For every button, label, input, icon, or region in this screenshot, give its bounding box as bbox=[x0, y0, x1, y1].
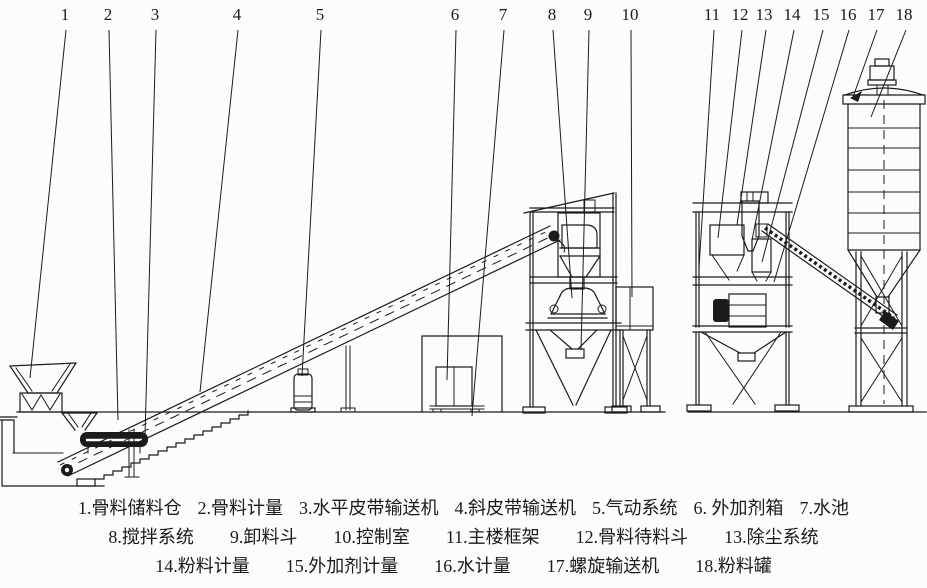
leader-line-6 bbox=[446, 29, 457, 381]
legend-item: 11.主楼框架 bbox=[445, 527, 540, 547]
legend-item: 13.除尘系统 bbox=[724, 527, 819, 547]
legend-item: 4.斜皮带输送机 bbox=[454, 498, 577, 518]
dust-collector bbox=[741, 191, 760, 252]
callout-13: 13 bbox=[756, 5, 773, 24]
legend-item: 10.控制室 bbox=[333, 527, 410, 547]
callout-3: 3 bbox=[151, 5, 160, 24]
legend-item: 17.螺旋输送机 bbox=[546, 556, 660, 576]
legend-item: 5.气动系统 bbox=[592, 498, 678, 518]
callout-4: 4 bbox=[233, 5, 242, 24]
legend-item: 18.粉料罐 bbox=[695, 556, 772, 576]
mixer-motor bbox=[713, 299, 729, 322]
aggregate-storage-bin bbox=[9, 362, 77, 413]
aggregate-weigh-hopper bbox=[61, 412, 98, 431]
powder-silo bbox=[842, 58, 926, 404]
inclined-belt-conveyor bbox=[57, 225, 566, 478]
leader-line-4 bbox=[199, 29, 239, 393]
pit-ramp-steps bbox=[94, 410, 249, 480]
leader-line-11 bbox=[698, 29, 715, 269]
legend-row-3: 14.粉料计量 15.外加剂计量 16.水计量 17.螺旋输送机 18.粉料罐 bbox=[0, 552, 927, 581]
legend-item: 12.骨料待料斗 bbox=[575, 527, 689, 547]
leader-line-16 bbox=[773, 29, 850, 283]
legend-item: 2.骨料计量 bbox=[197, 498, 284, 518]
leader-line-12 bbox=[717, 29, 743, 239]
powder-weigher bbox=[751, 238, 772, 282]
additive-tank bbox=[429, 366, 485, 413]
legend-item: 9.卸料斗 bbox=[229, 527, 298, 547]
conveyor-support-post bbox=[345, 345, 351, 411]
leader-line-1 bbox=[29, 29, 67, 379]
legend-item: 16.水计量 bbox=[434, 556, 511, 576]
callout-5: 5 bbox=[316, 5, 325, 24]
legend-row-2: 8.搅拌系统 9.卸料斗 10.控制室 11.主楼框架 12.骨料待料斗 13.除尘系统 bbox=[0, 523, 927, 552]
callout-6: 6 bbox=[451, 5, 460, 24]
silo-support-frame bbox=[848, 251, 914, 413]
callout-7: 7 bbox=[499, 5, 508, 24]
silo-filter bbox=[867, 58, 897, 96]
legend-item: 8.搅拌系统 bbox=[108, 527, 194, 547]
leader-line-9 bbox=[580, 29, 590, 351]
callout-9: 9 bbox=[584, 5, 593, 24]
pit-structure bbox=[0, 410, 249, 487]
discharge-hopper-side bbox=[700, 331, 787, 362]
leader-line-15 bbox=[761, 29, 824, 263]
silo-outlet bbox=[875, 296, 890, 314]
mixer-side-view bbox=[713, 293, 767, 328]
legend-item: 6. 外加剂箱 bbox=[693, 498, 784, 518]
leader-line-10 bbox=[630, 29, 633, 298]
callout-11: 11 bbox=[704, 5, 720, 24]
legend-item: 7.水池 bbox=[799, 498, 850, 518]
water-pool bbox=[421, 335, 503, 413]
leader-line-18 bbox=[870, 29, 907, 118]
mixer bbox=[547, 287, 608, 319]
leader-line-7 bbox=[471, 29, 505, 417]
leader-line-17 bbox=[852, 29, 878, 98]
mixing-tower-frame bbox=[522, 192, 628, 414]
callout-15: 15 bbox=[813, 5, 830, 24]
conveyor-support-post bbox=[124, 429, 140, 478]
water-weigher bbox=[709, 224, 745, 281]
head-pulley bbox=[548, 230, 560, 242]
callout-14: 14 bbox=[784, 5, 802, 24]
leader-lines bbox=[29, 29, 907, 437]
control-room bbox=[611, 286, 661, 413]
leader-line-8 bbox=[552, 29, 573, 299]
callout-17: 17 bbox=[868, 5, 886, 24]
legend-item: 3.水平皮带输送机 bbox=[299, 498, 439, 518]
leader-line-5 bbox=[301, 29, 322, 377]
callout-16: 16 bbox=[840, 5, 857, 24]
legend-item: 1.骨料储料仓 bbox=[78, 498, 182, 518]
callout-10: 10 bbox=[622, 5, 639, 24]
horizontal-belt-conveyor bbox=[12, 432, 148, 454]
hopper-vibrator-motor bbox=[583, 199, 596, 213]
leader-line-3 bbox=[144, 29, 157, 437]
leader-line-13 bbox=[736, 29, 767, 226]
callout-8: 8 bbox=[548, 5, 557, 24]
leader-line-2 bbox=[108, 29, 119, 421]
callout-18: 18 bbox=[896, 5, 913, 24]
aggregate-holding-hopper bbox=[557, 199, 601, 290]
legend-item: 15.外加剂计量 bbox=[285, 556, 399, 576]
callout-numbers: 1 2 3 4 5 6 7 8 9 10 11 12 13 14 15 16 1… bbox=[61, 5, 913, 24]
legend-row-1: 1.骨料储料仓 2.骨料计量 3.水平皮带输送机 4.斜皮带输送机 5.气动系统 6. 外… bbox=[0, 494, 927, 523]
callout-12: 12 bbox=[732, 5, 749, 24]
leader-arrow-17 bbox=[850, 91, 862, 102]
callout-2: 2 bbox=[104, 5, 113, 24]
silo-cone bbox=[847, 249, 921, 298]
legend-item: 14.粉料计量 bbox=[155, 556, 250, 576]
pneumatic-system-tank bbox=[290, 368, 316, 413]
legend: 1.骨料储料仓 2.骨料计量 3.水平皮带输送机 4.斜皮带输送机 5.气动系统 6. 外… bbox=[0, 494, 927, 581]
callout-1: 1 bbox=[61, 5, 70, 24]
leader-line-14 bbox=[751, 29, 795, 241]
discharge-hopper bbox=[549, 329, 598, 359]
